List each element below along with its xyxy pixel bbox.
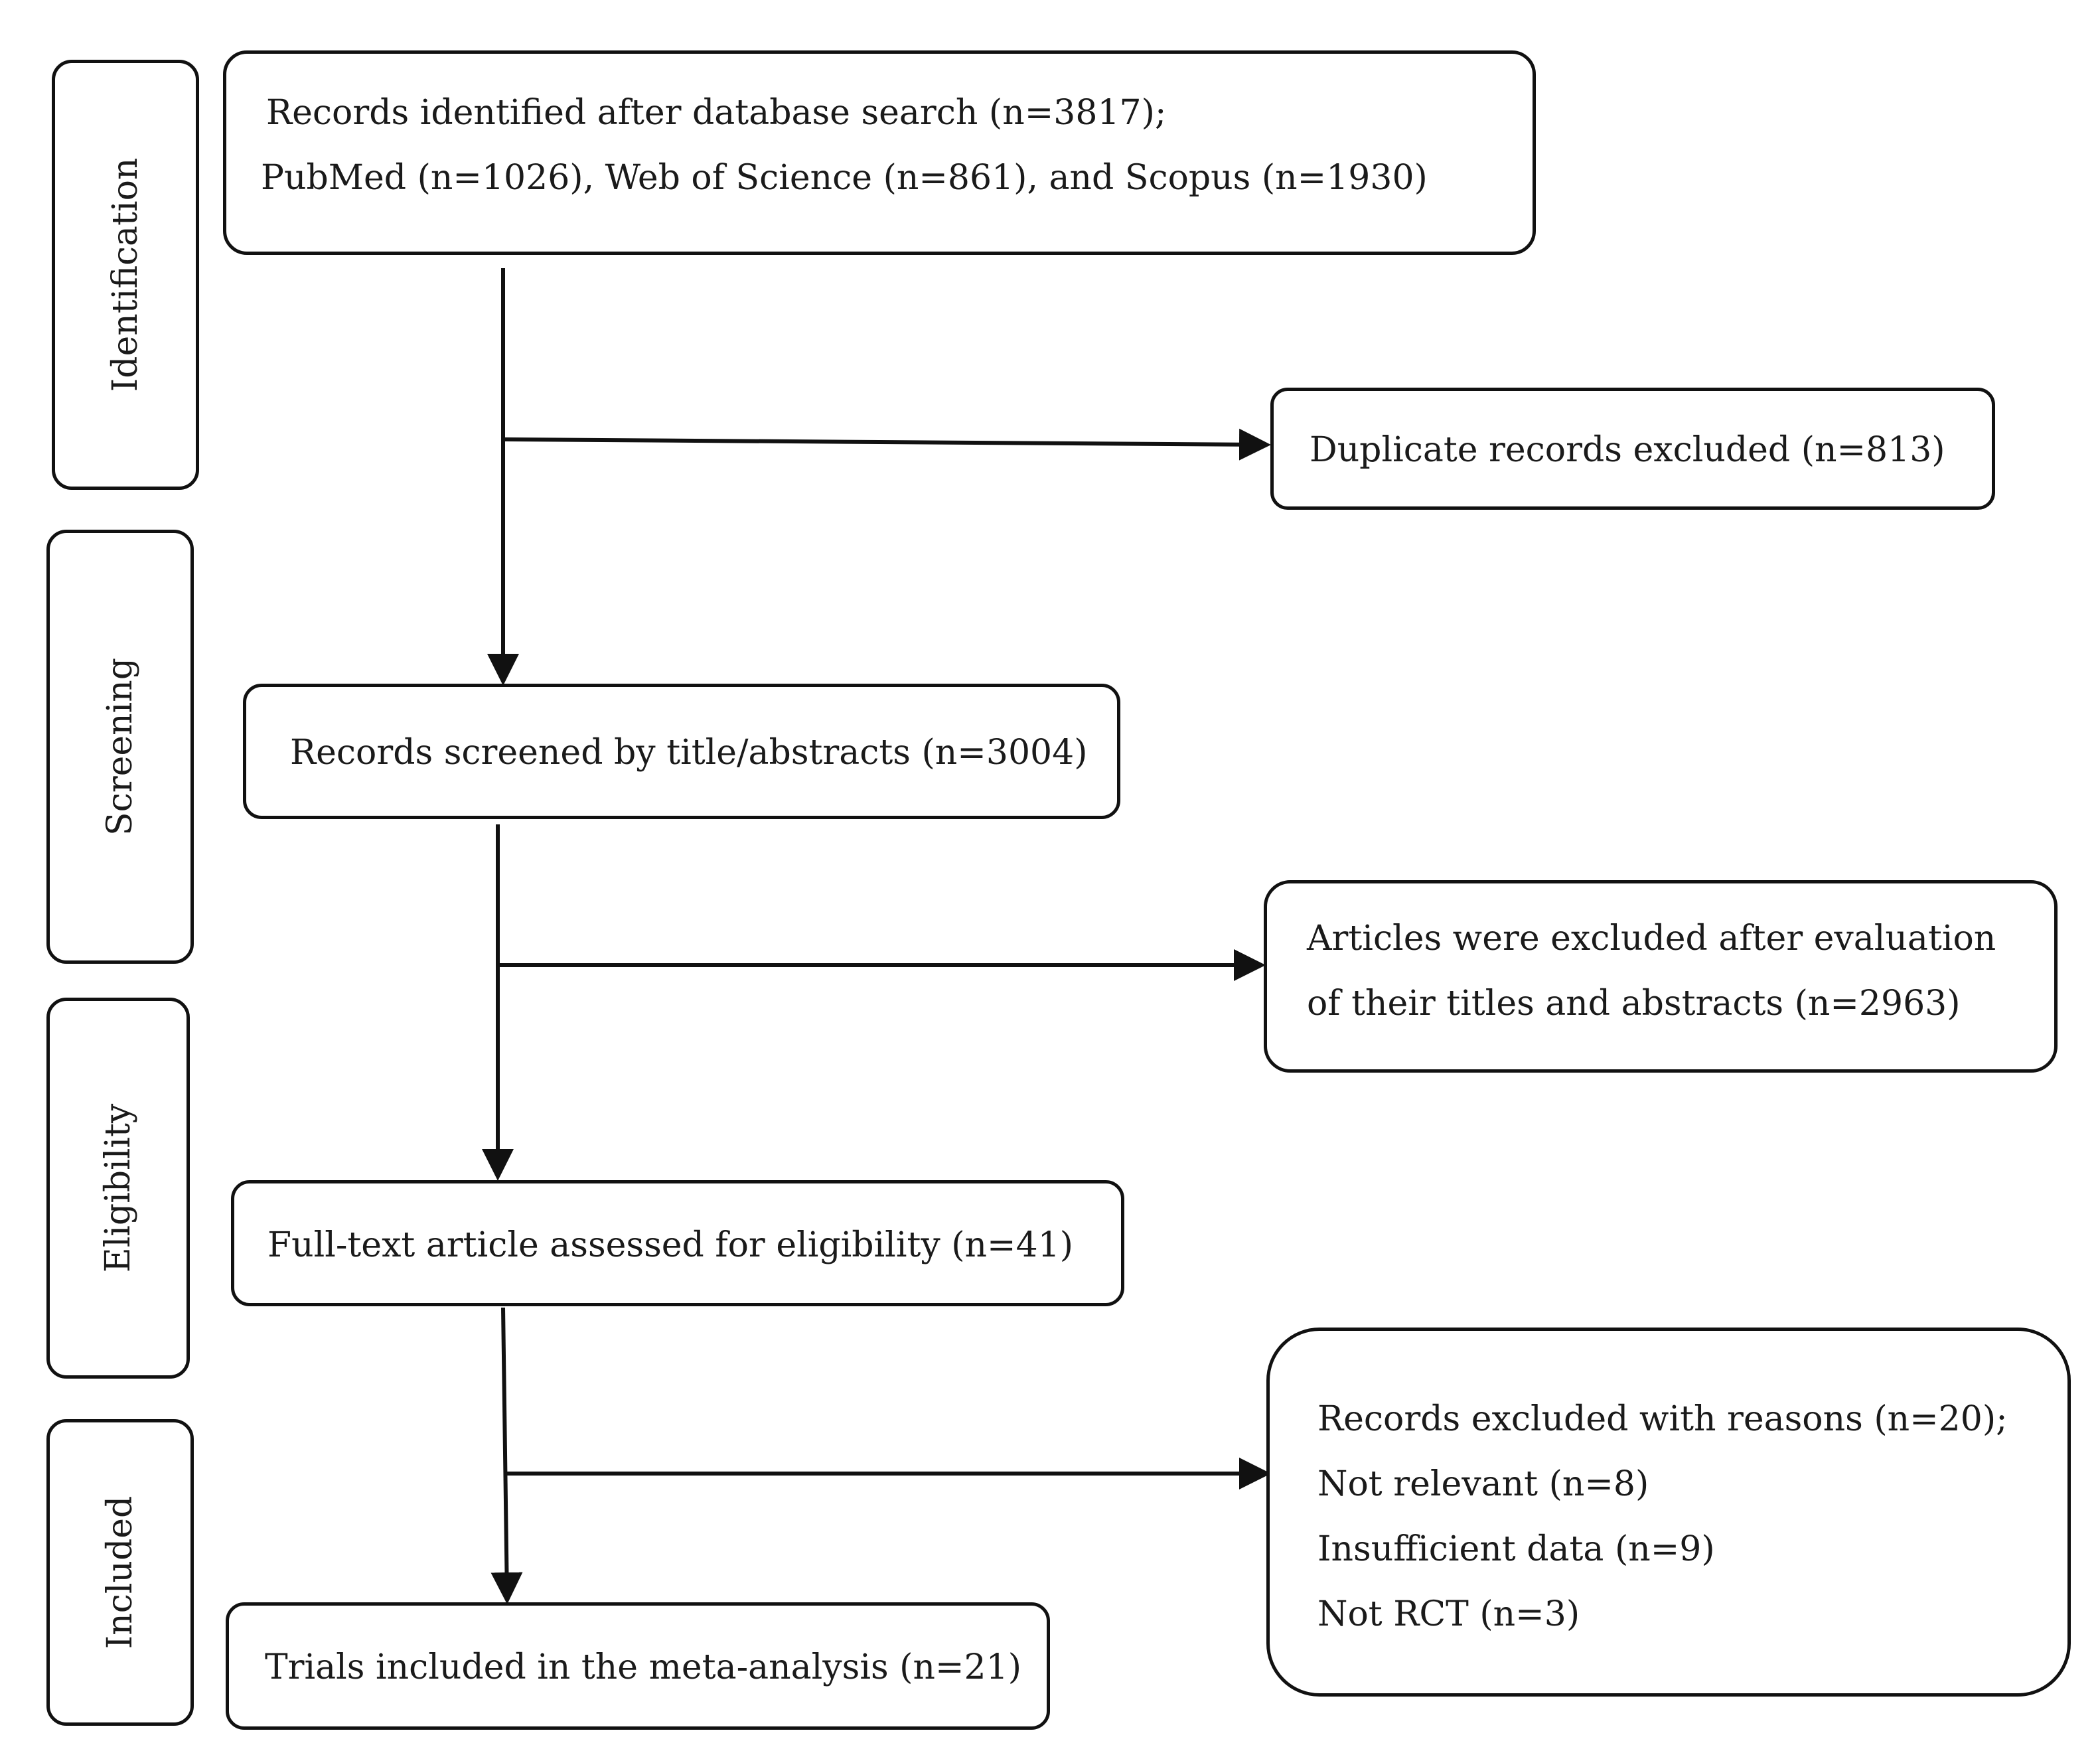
duplicates-excluded-text: Duplicate records excluded (n=813)	[1310, 430, 1945, 470]
records-identified-box: Records identified after database search…	[223, 50, 1536, 255]
reasons-excluded-text-3: Insufficient data (n=9)	[1317, 1529, 1715, 1569]
records-screened-text: Records screened by title/abstracts (n=3…	[290, 733, 1088, 773]
fulltext-assessed-text: Full-text article assessed for eligibili…	[267, 1225, 1074, 1265]
arrow-fulltext-to-included	[490, 1307, 523, 1604]
title-abstract-excluded-box: Articles were excluded after evaluation …	[1264, 880, 2058, 1073]
arrow-to-duplicates	[502, 428, 1271, 461]
reasons-excluded-text-2: Not relevant (n=8)	[1317, 1464, 1649, 1504]
trials-included-text: Trials included in the meta-analysis (n=…	[265, 1647, 1021, 1687]
reasons-excluded-text-1: Records excluded with reasons (n=20);	[1317, 1399, 2008, 1439]
title-abstract-excluded-text-1: Articles were excluded after evaluation	[1307, 919, 1996, 958]
reasons-excluded-box: Records excluded with reasons (n=20); No…	[1266, 1328, 2071, 1697]
phase-included: Included	[46, 1419, 194, 1726]
records-screened-box: Records screened by title/abstracts (n=3…	[243, 684, 1120, 819]
trials-included-box: Trials included in the meta-analysis (n=…	[226, 1602, 1050, 1730]
phase-identification: Identification	[52, 60, 199, 490]
phase-eligibility: Eligibility	[46, 998, 190, 1379]
reasons-excluded-text-4: Not RCT (n=3)	[1317, 1594, 1580, 1634]
phase-screening: Screening	[46, 530, 194, 964]
fulltext-assessed-box: Full-text article assessed for eligibili…	[231, 1180, 1124, 1306]
duplicates-excluded-box: Duplicate records excluded (n=813)	[1270, 388, 1995, 510]
records-identified-sources: PubMed (n=1026), Web of Science (n=861),…	[261, 158, 1428, 198]
title-abstract-excluded-text-2: of their titles and abstracts (n=2963)	[1307, 984, 1961, 1024]
records-identified-text: Records identified after database search…	[266, 93, 1167, 133]
